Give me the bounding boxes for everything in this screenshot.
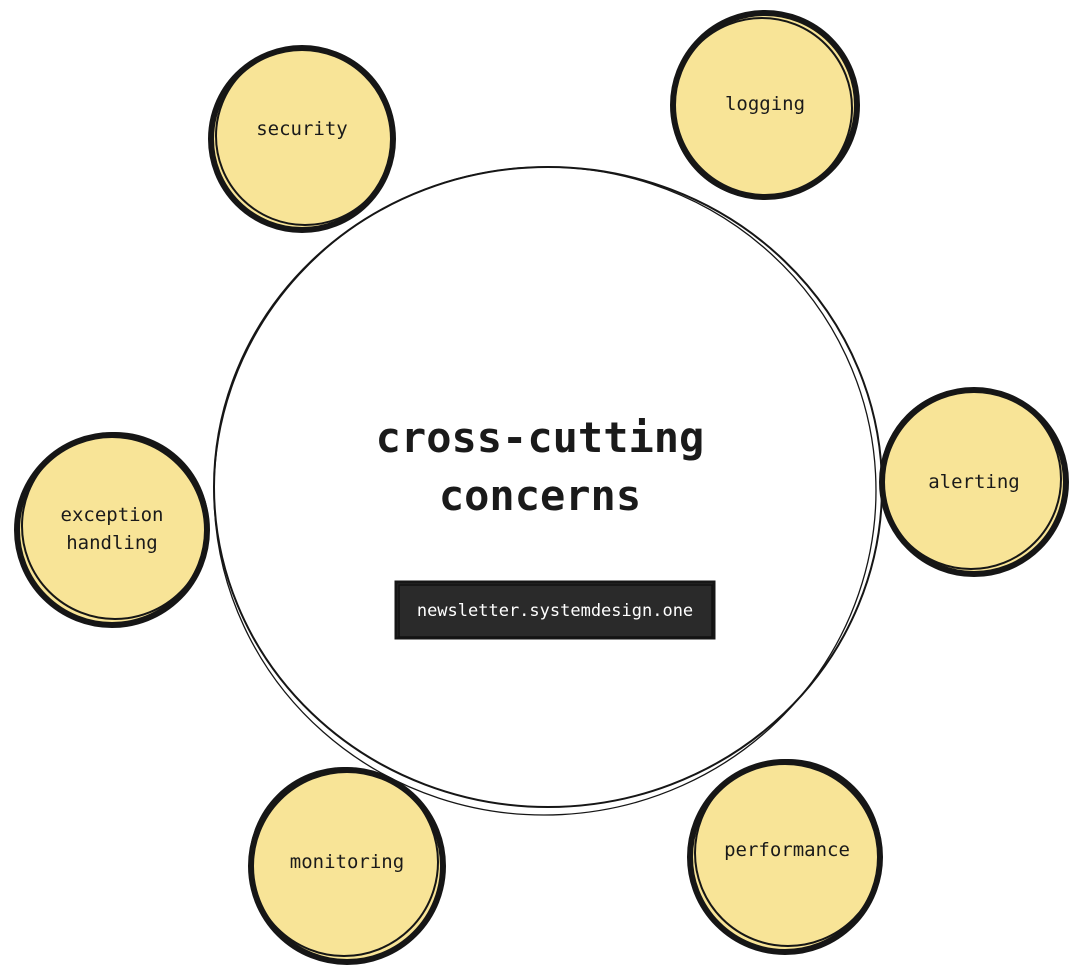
concern-label: handling	[66, 532, 158, 554]
central-circle-outline-sketch	[213, 166, 877, 816]
newsletter-badge-sketch	[398, 584, 713, 638]
diagram-title-line-1: cross-cutting	[376, 413, 705, 462]
diagram-title-line-2: concerns	[439, 471, 641, 520]
concern-node-exception-handling: exception handling	[14, 432, 210, 628]
concern-node-alerting: alerting	[879, 387, 1069, 577]
concern-node-logging: logging	[670, 10, 860, 200]
concern-node-performance: performance	[687, 759, 883, 955]
newsletter-badge-label: newsletter.systemdesign.one	[417, 601, 693, 621]
concern-node-sketch	[21, 432, 209, 620]
concern-node-sketch	[249, 767, 439, 957]
newsletter-badge: newsletter.systemdesign.one	[394, 580, 716, 640]
concern-node-sketch	[215, 46, 395, 226]
concern-label: logging	[725, 93, 805, 115]
concern-label: alerting	[928, 471, 1020, 493]
concern-node-security: security	[208, 45, 396, 233]
concern-label: monitoring	[290, 851, 404, 873]
concern-label: exception	[61, 504, 164, 526]
concern-node-monitoring: monitoring	[248, 767, 446, 965]
concern-label: performance	[724, 839, 850, 861]
concern-label: security	[256, 118, 348, 140]
concern-node-sketch	[671, 17, 853, 199]
newsletter-badge-background	[394, 580, 716, 640]
concern-node-sketch	[880, 388, 1062, 570]
concern-node-sketch	[694, 759, 882, 947]
